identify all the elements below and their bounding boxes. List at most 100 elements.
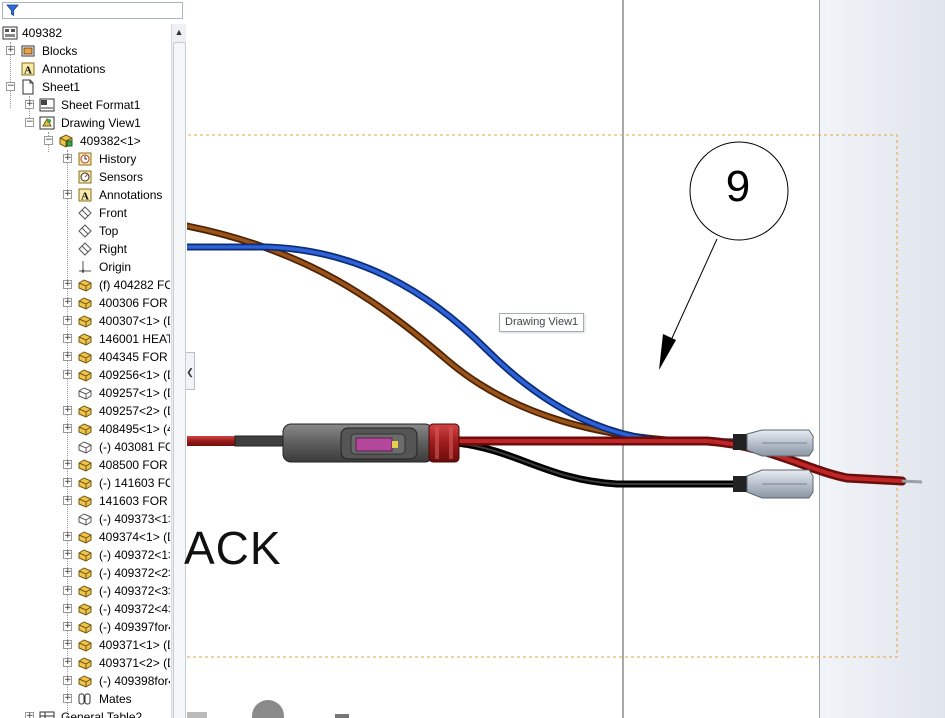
tree-item-label: Sheet Format1 [61,98,141,112]
expand-toggle-icon[interactable]: + [63,693,72,703]
tree-item[interactable]: +404345 FOR 4 [0,348,170,366]
collapse-toggle-icon[interactable]: − [6,81,15,91]
tree-item-label: 404345 FOR 4 [99,350,170,364]
tree-item-label: 409371<2> (D [99,656,170,670]
tree-item[interactable]: +(f) 404282 FO [0,276,170,294]
tree-item[interactable]: +(-) 409372<2> [0,564,170,582]
collapse-toggle-icon[interactable]: − [25,117,34,127]
panel-collapse-handle[interactable]: ❮ [186,352,195,390]
expand-toggle-icon[interactable]: + [63,675,72,685]
tree-item-label: Origin [99,260,132,274]
expand-toggle-icon[interactable]: + [63,423,72,433]
tree-item[interactable]: +History [0,150,170,168]
tree-item-label: (-) 409397for4 [99,620,170,634]
expand-toggle-icon[interactable]: + [63,279,72,289]
tree-item[interactable]: +(-) 409398for4 [0,672,170,690]
tree-item[interactable]: +409256<1> (D [0,366,170,384]
tree-item[interactable]: +408500 FOR 4 [0,456,170,474]
tree-item[interactable]: + General Table2 [0,708,170,718]
tree-item[interactable]: (-) 409373<1> [0,510,170,528]
tree-filter-input[interactable] [2,2,183,19]
expand-toggle-icon[interactable]: + [63,315,72,325]
tree-item[interactable]: +408495<1> (4 [0,420,170,438]
tree-item[interactable]: (-) 403081 FO [0,438,170,456]
tree-item[interactable]: +Blocks [0,42,170,60]
tree-item[interactable]: − 409382<1> [0,132,170,150]
tree-item[interactable]: −Drawing View1 [0,114,170,132]
expand-toggle-icon[interactable]: + [63,495,72,505]
tree-item[interactable]: Top [0,222,170,240]
expand-toggle-icon[interactable]: + [63,333,72,343]
expand-toggle-icon[interactable]: + [63,405,72,415]
expand-toggle-icon[interactable]: + [63,657,72,667]
origin-icon [79,261,91,273]
expand-toggle-icon[interactable]: + [63,153,72,163]
tree-item[interactable]: −Sheet1 [0,78,170,96]
expand-toggle-icon[interactable]: + [25,99,34,109]
expand-toggle-icon[interactable]: + [63,477,72,487]
part-icon [78,603,92,616]
expand-toggle-icon[interactable]: + [63,369,72,379]
part-icon [78,495,92,508]
tree-item[interactable]: +409371<1> (D [0,636,170,654]
tree-item[interactable]: Front [0,204,170,222]
expand-toggle-icon[interactable]: + [63,567,72,577]
scroll-up-arrow-icon[interactable]: ▲ [174,27,184,37]
tree-item[interactable]: +(-) 409372<3> [0,582,170,600]
mates-icon [78,693,91,705]
expand-toggle-icon[interactable]: + [63,351,72,361]
tree-scrollbar[interactable]: ▲ [171,24,186,718]
tree-item-label: Mates [99,692,132,706]
balloon-number: 9 [725,162,751,211]
sheet-format-icon [39,98,55,112]
expand-toggle-icon[interactable]: + [63,459,72,469]
part-icon [78,459,92,472]
tree-item[interactable]: Right [0,240,170,258]
scroll-thumb[interactable] [173,42,186,718]
wire-red-bare-tip [901,479,923,484]
tree-item[interactable]: +141603 FOR 4 [0,492,170,510]
tree-item[interactable]: +(-) 409372<4> [0,600,170,618]
tree-item[interactable]: +(-) 409372<1> [0,546,170,564]
expand-toggle-icon[interactable]: + [63,549,72,559]
tree-item[interactable]: Origin [0,258,170,276]
expand-toggle-icon[interactable]: + [63,621,72,631]
tree-item[interactable]: Sensors [0,168,170,186]
blocks-icon [21,45,35,57]
annotations-icon: A [78,188,92,203]
wire-brown [187,222,746,447]
tree-item-label: 409257<2> (D [99,404,170,418]
tree-guide-line [67,150,68,716]
tree-item[interactable]: +(-) 141603 FO [0,474,170,492]
expand-toggle-icon[interactable]: + [63,189,72,199]
collapse-toggle-icon[interactable]: − [44,135,53,145]
tree-item[interactable]: +409371<2> (D [0,654,170,672]
spade-terminal-lower [733,469,814,499]
tree-item[interactable]: +146001 HEAT [0,330,170,348]
expand-toggle-icon[interactable]: + [63,603,72,613]
expand-toggle-icon[interactable]: + [63,639,72,649]
tree-root[interactable]: 409382 [0,24,170,42]
expand-toggle-icon[interactable]: + [63,585,72,595]
partial-shape [335,714,349,718]
tree-item-label: (-) 409373<1> [99,512,170,526]
tree-item[interactable]: +400307<1> (D [0,312,170,330]
assembly-icon [59,134,73,148]
tree-item[interactable]: +400306 FOR 4 [0,294,170,312]
tree-item[interactable]: +409257<2> (D [0,402,170,420]
expand-toggle-icon[interactable]: + [63,531,72,541]
tree-item[interactable]: + Mates [0,690,170,708]
expand-toggle-icon[interactable]: + [63,297,72,307]
tree-item[interactable]: + (-) 409397for4 [0,618,170,636]
tree-item-label: 409257<1> (D [99,386,170,400]
tree-item[interactable]: 409257<1> (D [0,384,170,402]
expand-toggle-icon[interactable]: + [6,45,15,55]
tree-item-label: 409382<1> [80,134,141,148]
tree-item[interactable]: + Sheet Format1 [0,96,170,114]
tree-item-label: General Table2 [61,710,143,718]
drawing-canvas[interactable]: 9 ACK Drawing View1 [184,0,945,718]
expand-toggle-icon[interactable]: + [25,712,34,718]
tree-item[interactable]: +409374<1> (D [0,528,170,546]
